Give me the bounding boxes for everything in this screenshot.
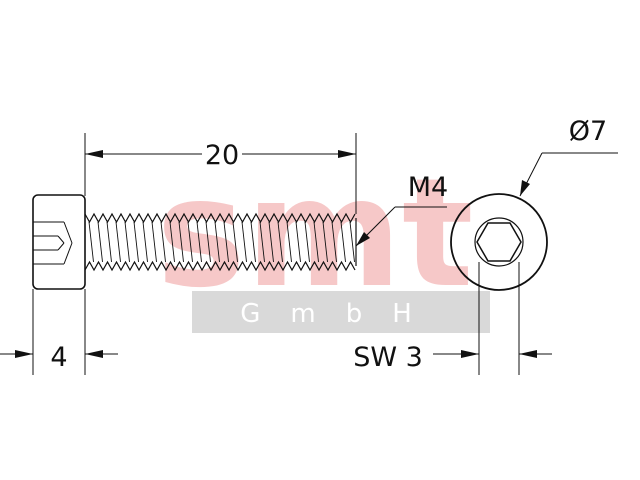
hex-socket-icon (476, 222, 522, 262)
dimension-hex-key: SW 3 (353, 262, 552, 375)
diameter-callout: Ø7 (519, 116, 618, 197)
thread-callout: M4 (355, 172, 448, 247)
thread-line (286, 221, 292, 263)
thread-line (241, 221, 247, 263)
thread-line (349, 221, 355, 263)
thread-line (214, 221, 220, 263)
thread-line (223, 221, 229, 263)
thread-line (232, 221, 238, 263)
dimension-length: 20 (84, 133, 357, 214)
thread-line (268, 221, 274, 263)
arrowhead-icon (338, 150, 356, 158)
thread-shank (84, 212, 357, 272)
thread-line (322, 221, 328, 263)
arrowhead-icon (461, 350, 479, 358)
thread-line (142, 221, 148, 263)
dimension-length-label: 20 (205, 140, 239, 171)
dimension-head-height: 4 (0, 289, 118, 375)
thread-line (250, 221, 256, 263)
end-view-outer-circle (450, 193, 548, 291)
thread-top-edge (84, 212, 356, 224)
end-view-socket-circle (474, 217, 524, 267)
thread-line (277, 221, 283, 263)
thread-line (313, 221, 319, 263)
thread-line (106, 221, 112, 263)
thread-line (151, 221, 157, 263)
thread-line (169, 221, 175, 263)
thread-line (133, 221, 139, 263)
thread-line (340, 221, 346, 263)
arrowhead-icon (15, 350, 33, 358)
arrowhead-icon (519, 350, 537, 358)
thread-line (259, 221, 265, 263)
arrowhead-icon (85, 350, 103, 358)
thread-bottom-edge (84, 260, 356, 272)
watermark-company: GmbH (240, 299, 442, 329)
thread-line (187, 221, 193, 263)
thread-line (196, 221, 202, 263)
thread-line (97, 221, 103, 263)
hex-key-label: SW 3 (353, 342, 423, 373)
thread-line (304, 221, 310, 263)
watermark-band (192, 291, 490, 333)
head-height-label: 4 (50, 342, 67, 373)
arrowhead-icon (356, 232, 370, 246)
diameter-label: Ø7 (569, 116, 607, 147)
thread-line (331, 221, 337, 263)
thread-line (88, 221, 94, 263)
thread-line (205, 221, 211, 263)
watermark: smt GmbH (156, 147, 490, 333)
screw-head (32, 194, 86, 290)
thread-line (124, 221, 130, 263)
arrowhead-icon (520, 180, 530, 196)
thread-label: M4 (408, 172, 448, 203)
screw-end-view (450, 193, 548, 291)
socket-hidden-lines (33, 221, 73, 265)
thread-line (295, 221, 301, 263)
thread-line (160, 221, 166, 263)
thread-line (178, 221, 184, 263)
thread-line (115, 221, 121, 263)
screw-side-view (32, 194, 357, 290)
arrowhead-icon (85, 150, 103, 158)
